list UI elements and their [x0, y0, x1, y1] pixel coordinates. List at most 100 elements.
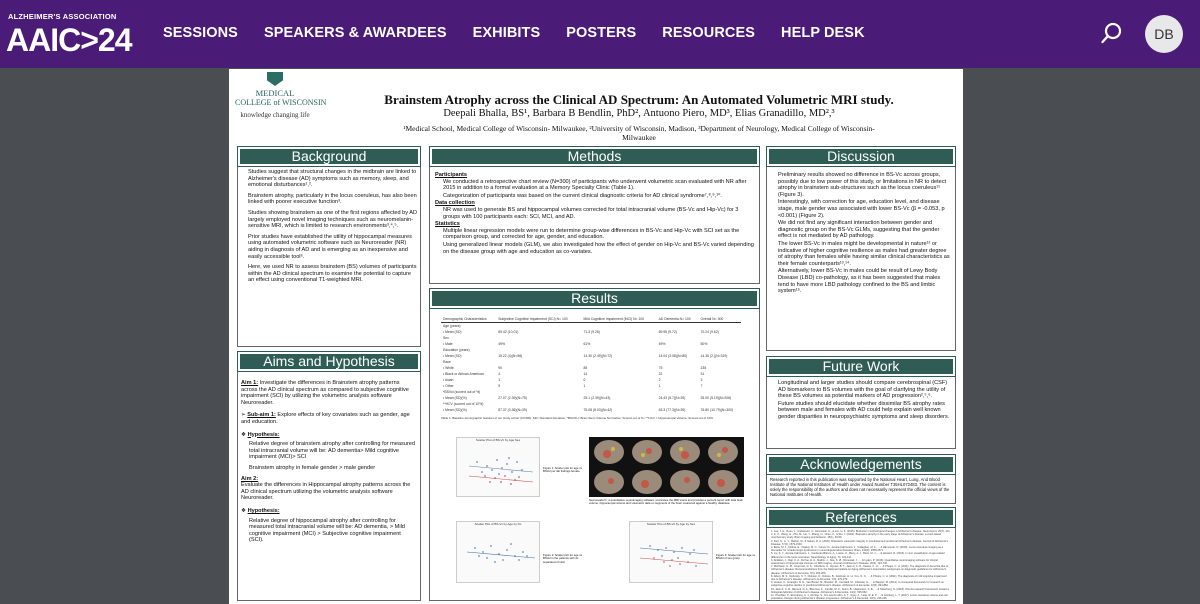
table-header-cell: Mild Cognitive Impairment (MCI) N= 100	[581, 316, 657, 323]
reference-item: 7. McKhann, G. M., Knopman, D. S., Chert…	[771, 565, 949, 575]
acknowledgements-heading: Acknowledgements	[766, 454, 956, 475]
list-item: Using generalized linear models (GLM), w…	[443, 242, 755, 255]
table-cell: 7	[700, 384, 703, 388]
references-list: 1. Lee, J. H., Ryan, J., Andreescu, C., …	[771, 530, 951, 600]
table-cell: *BSVol (scored out of %)	[443, 390, 481, 394]
reference-item: 11. Theofilas, P., Ehrenberg, A. J., Dun…	[771, 594, 948, 600]
table-row: Age (years)	[441, 323, 741, 330]
nav-sessions[interactable]: SESSIONS	[163, 25, 238, 41]
table-cell: Age (years)	[443, 324, 461, 328]
table-cell: 25.00 (5.19)(N=208)	[700, 396, 732, 400]
reference-item: 10. Jack Jr, C. R., Bennett, D. A., Blen…	[771, 587, 949, 594]
table-cell: 3	[700, 378, 703, 382]
background-heading: Background	[237, 146, 421, 167]
table-cell: • Mean (SD)(%)	[443, 396, 467, 400]
data-collection-label: Data collection	[435, 200, 475, 207]
list-item: Relative degree of brainstem atrophy aft…	[249, 441, 417, 461]
figure-3-caption: Figure 3: Scatter plot for age vs BSVol …	[716, 554, 756, 561]
table-cell: 49%	[498, 342, 505, 346]
figure-mri-caption: Neuroreader®, a quantitative neuroimagin…	[589, 499, 744, 506]
list-item: Relative degree of hippocampal atrophy a…	[249, 518, 417, 544]
statistics-label: Statistics	[435, 221, 460, 228]
list-item: Studies showing brainstem as one of the …	[248, 210, 418, 230]
reference-item: 3. Dutt, S., Li, Y., Mather, M., & Natio…	[771, 539, 949, 546]
list-item: Categorization of participants was based…	[443, 193, 755, 200]
user-avatar[interactable]: DB	[1145, 15, 1183, 53]
list-item: We did not find any significant interact…	[778, 220, 952, 240]
nav-speakers-awardees[interactable]: SPEAKERS & AWARDEES	[263, 25, 447, 41]
scatter-plot-3-title: Scatter Plot of BS-Vc by Age by Sex	[646, 522, 696, 526]
table-cell: 5	[498, 384, 501, 388]
future-work-heading: Future Work	[766, 356, 956, 377]
discussion-heading: Discussion	[766, 146, 956, 167]
table-cell: 24.43 (5.7)(N=39)	[658, 396, 686, 400]
list-item: The lower BS-Vc in males might be develo…	[778, 241, 952, 267]
aim1-text: Investigate the differences in Brainstem…	[241, 380, 409, 406]
table-cell: 69.42 (10.01)	[498, 330, 519, 334]
reference-item: 1. Lee, J. H., Ryan, J., Andreescu, C., …	[771, 530, 951, 533]
reference-item: 6. Ahdidan, J., Raji, C. A., DeYoe, E. A…	[771, 558, 938, 566]
poster-canvas: MEDICAL COLLEGE of WISCONSIN knowledge c…	[229, 69, 963, 604]
aims-heading: Aims and Hypothesis	[237, 351, 421, 372]
scatter-plot-3-points	[639, 545, 709, 567]
aim2-label: Aim 2:	[241, 475, 259, 482]
table-cell: 14.04 (3.08)(N=80)	[658, 354, 688, 358]
table-cell: 1	[583, 384, 586, 388]
scatter-plot-2: Scatter Plot of BS-Vc by Age by Dx	[456, 521, 540, 583]
table-cell: • Mean (SD)	[443, 330, 462, 334]
institution-line1: MEDICAL	[255, 88, 295, 98]
table-cell: • White	[443, 366, 454, 370]
scatter-plot-3: Scatter Plot of BS-Vc by Age by Sex	[629, 521, 713, 583]
nav-help-desk[interactable]: HELP DESK	[781, 25, 865, 41]
figure-1-caption: Figure 1: Scatter plot for age vs BSVol …	[543, 467, 583, 474]
subaim-label: Sub-aim 1:	[247, 412, 276, 419]
institution-line2: COLLEGE of WISCONSIN	[235, 98, 327, 107]
table-row: • Mean (SD)15.22 (4)(N=96)14.30 (2.49)(N…	[441, 353, 741, 359]
table-cell: 2	[658, 378, 661, 382]
table-cell: 76.80 (10.79)(N=300)	[700, 408, 734, 412]
figure-2-caption: Figure 2: Scatter plot for age vs BSVol …	[543, 554, 583, 564]
list-item: Studies suggest that structural changes …	[248, 169, 418, 189]
table-cell: 14.36 (2.)(N=319)	[700, 354, 728, 358]
table-header-cell: Demographic Characteristics	[441, 316, 497, 323]
hypothesis2-label: Hypothesis:	[247, 507, 280, 514]
search-icon	[1101, 22, 1122, 44]
table-row: **HCV (scored out of 10%)	[441, 401, 741, 407]
poster-authors: Deepali Bhalla, BS¹, Barbara B Bendlin, …	[443, 108, 835, 119]
list-item: Multiple linear regression models were r…	[443, 228, 755, 241]
table-cell: 0	[583, 378, 586, 382]
table-cell: **HCV (scored out of 10%)	[443, 402, 484, 406]
table-cell: • Other	[443, 384, 454, 388]
brain-mri-icon	[594, 440, 738, 494]
discussion-section	[766, 146, 956, 351]
methods-section	[429, 146, 760, 284]
table-row: *BSVol (scored out of %)	[441, 389, 741, 395]
participants-label: Participants	[435, 172, 468, 178]
table-cell: 235	[700, 366, 707, 370]
nav-posters[interactable]: POSTERS	[566, 25, 637, 41]
nav-resources[interactable]: RESOURCES	[662, 25, 756, 41]
list-item: Brainstem atrophy in female gender > mal…	[249, 465, 417, 472]
table-cell: Sex	[443, 336, 449, 340]
table-cell: 14.30 (2.49)(N=72)	[583, 354, 613, 358]
table-header-cell: AD Dementia N= 100	[656, 316, 699, 323]
list-item: Future studies should elucidate whether …	[778, 401, 952, 421]
table-row: Education (years)	[441, 347, 741, 353]
table-cell: 85	[583, 366, 588, 370]
institution-tagline: knowledge changing life	[240, 111, 310, 119]
table-cell: 25.1 (2.39)(N=43)	[583, 396, 611, 400]
acknowledgements-text: Research reported in this publication wa…	[770, 477, 950, 497]
list-item: We conducted a retrospective chart revie…	[443, 179, 755, 192]
methods-heading: Methods	[429, 146, 760, 167]
search-button[interactable]	[1100, 21, 1124, 45]
list-item: Alternatively, lower BS-Vc in males coul…	[778, 268, 952, 294]
scatter-plot-2-points	[466, 543, 536, 563]
table-cell: • Asian	[443, 378, 454, 382]
list-item: Longitudinal and larger studies should c…	[778, 380, 952, 400]
aaic-logo[interactable]: ALZHEIMER'S ASSOCIATION AAIC>24	[6, 9, 132, 63]
nav-exhibits[interactable]: EXHIBITS	[472, 25, 541, 41]
